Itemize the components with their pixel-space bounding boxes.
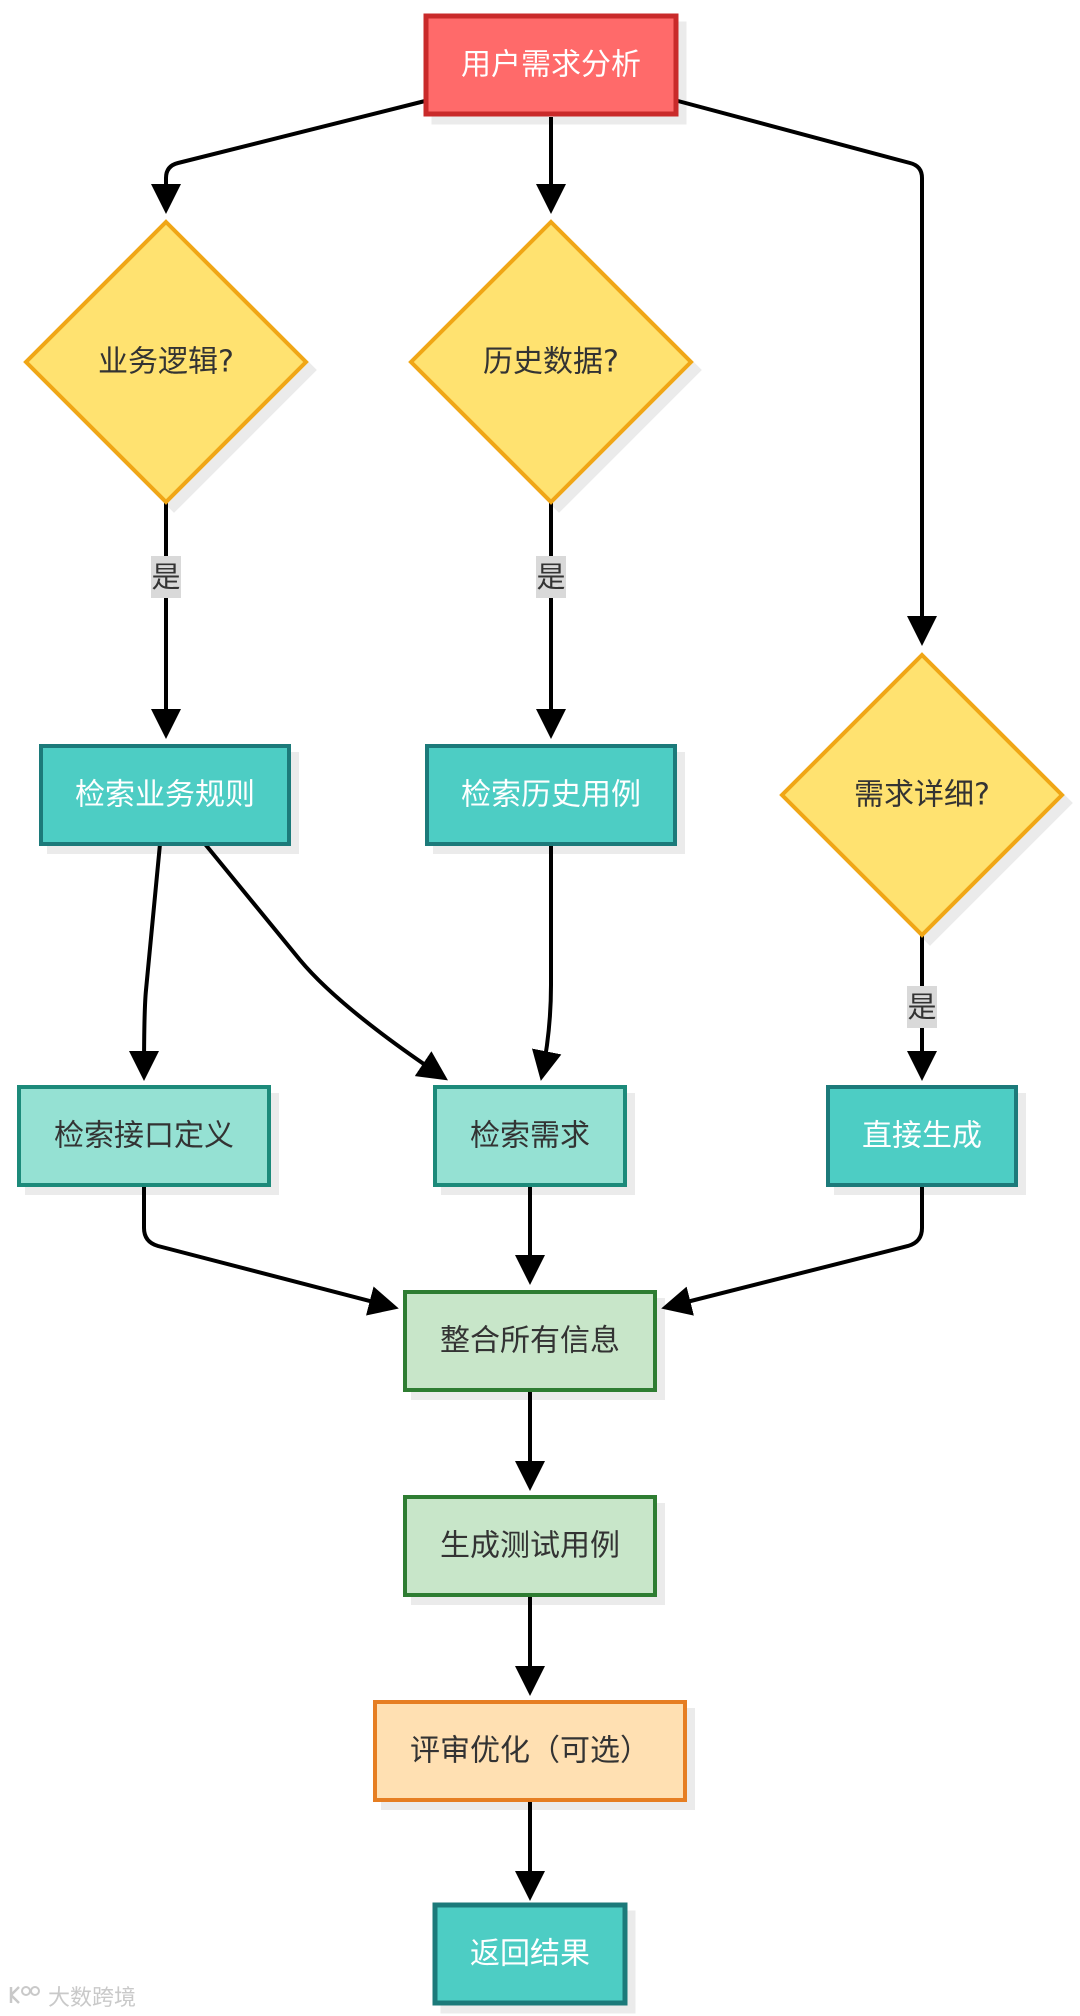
node-decision-detail[interactable]: 需求详细? bbox=[779, 652, 1065, 938]
node-direct-generate[interactable]: 直接生成 bbox=[826, 1085, 1018, 1187]
watermark-logo-icon bbox=[9, 1986, 40, 2004]
edge-label-yes-detail: 是 bbox=[907, 986, 937, 1028]
svg-text:整合所有信息: 整合所有信息 bbox=[440, 1324, 620, 1359]
node-decision-business[interactable]: 业务逻辑? bbox=[23, 219, 309, 505]
svg-text:检索业务规则: 检索业务规则 bbox=[75, 778, 255, 813]
svg-text:检索接口定义: 检索接口定义 bbox=[54, 1119, 234, 1154]
svg-text:生成测试用例: 生成测试用例 bbox=[440, 1529, 620, 1564]
svg-text:是: 是 bbox=[151, 560, 180, 594]
node-search-api[interactable]: 检索接口定义 bbox=[17, 1085, 271, 1187]
edge-rules-to-req bbox=[203, 842, 448, 1081]
svg-text:用户需求分析: 用户需求分析 bbox=[461, 48, 641, 83]
edge-api-to-integrate bbox=[142, 1185, 399, 1316]
edges bbox=[129, 99, 937, 1901]
svg-text:需求详细?: 需求详细? bbox=[854, 778, 990, 813]
svg-text:业务逻辑?: 业务逻辑? bbox=[98, 345, 234, 380]
edge-direct-to-integrate bbox=[661, 1185, 924, 1316]
node-search-history[interactable]: 检索历史用例 bbox=[425, 744, 677, 846]
svg-text:是: 是 bbox=[907, 990, 936, 1024]
svg-text:检索需求: 检索需求 bbox=[470, 1119, 590, 1154]
edge-start-to-business bbox=[151, 99, 426, 214]
svg-text:是: 是 bbox=[536, 560, 565, 594]
edge-history-search-to-req bbox=[531, 844, 562, 1081]
edge-rules-to-api bbox=[129, 843, 162, 1081]
node-review[interactable]: 评审优化（可选） bbox=[373, 1700, 687, 1802]
node-start[interactable]: 用户需求分析 bbox=[423, 13, 679, 117]
node-search-requirements[interactable]: 检索需求 bbox=[433, 1085, 627, 1187]
svg-text:检索历史用例: 检索历史用例 bbox=[461, 778, 641, 813]
watermark: 大数跨境 bbox=[8, 1980, 136, 2012]
svg-text:历史数据?: 历史数据? bbox=[483, 345, 619, 380]
node-decision-history[interactable]: 历史数据? bbox=[408, 219, 694, 505]
edge-label-yes-business: 是 bbox=[151, 556, 181, 598]
svg-text:直接生成: 直接生成 bbox=[862, 1119, 982, 1154]
node-integrate[interactable]: 整合所有信息 bbox=[403, 1290, 657, 1392]
svg-text:返回结果: 返回结果 bbox=[470, 1937, 590, 1972]
svg-text:评审优化（可选）: 评审优化（可选） bbox=[410, 1734, 650, 1769]
edge-start-to-detail bbox=[677, 99, 937, 646]
node-result[interactable]: 返回结果 bbox=[432, 1902, 628, 2006]
watermark-text: 大数跨境 bbox=[48, 1986, 137, 2011]
edge-label-yes-history: 是 bbox=[536, 556, 566, 598]
node-search-rules[interactable]: 检索业务规则 bbox=[39, 744, 291, 846]
node-generate-tests[interactable]: 生成测试用例 bbox=[403, 1495, 657, 1597]
